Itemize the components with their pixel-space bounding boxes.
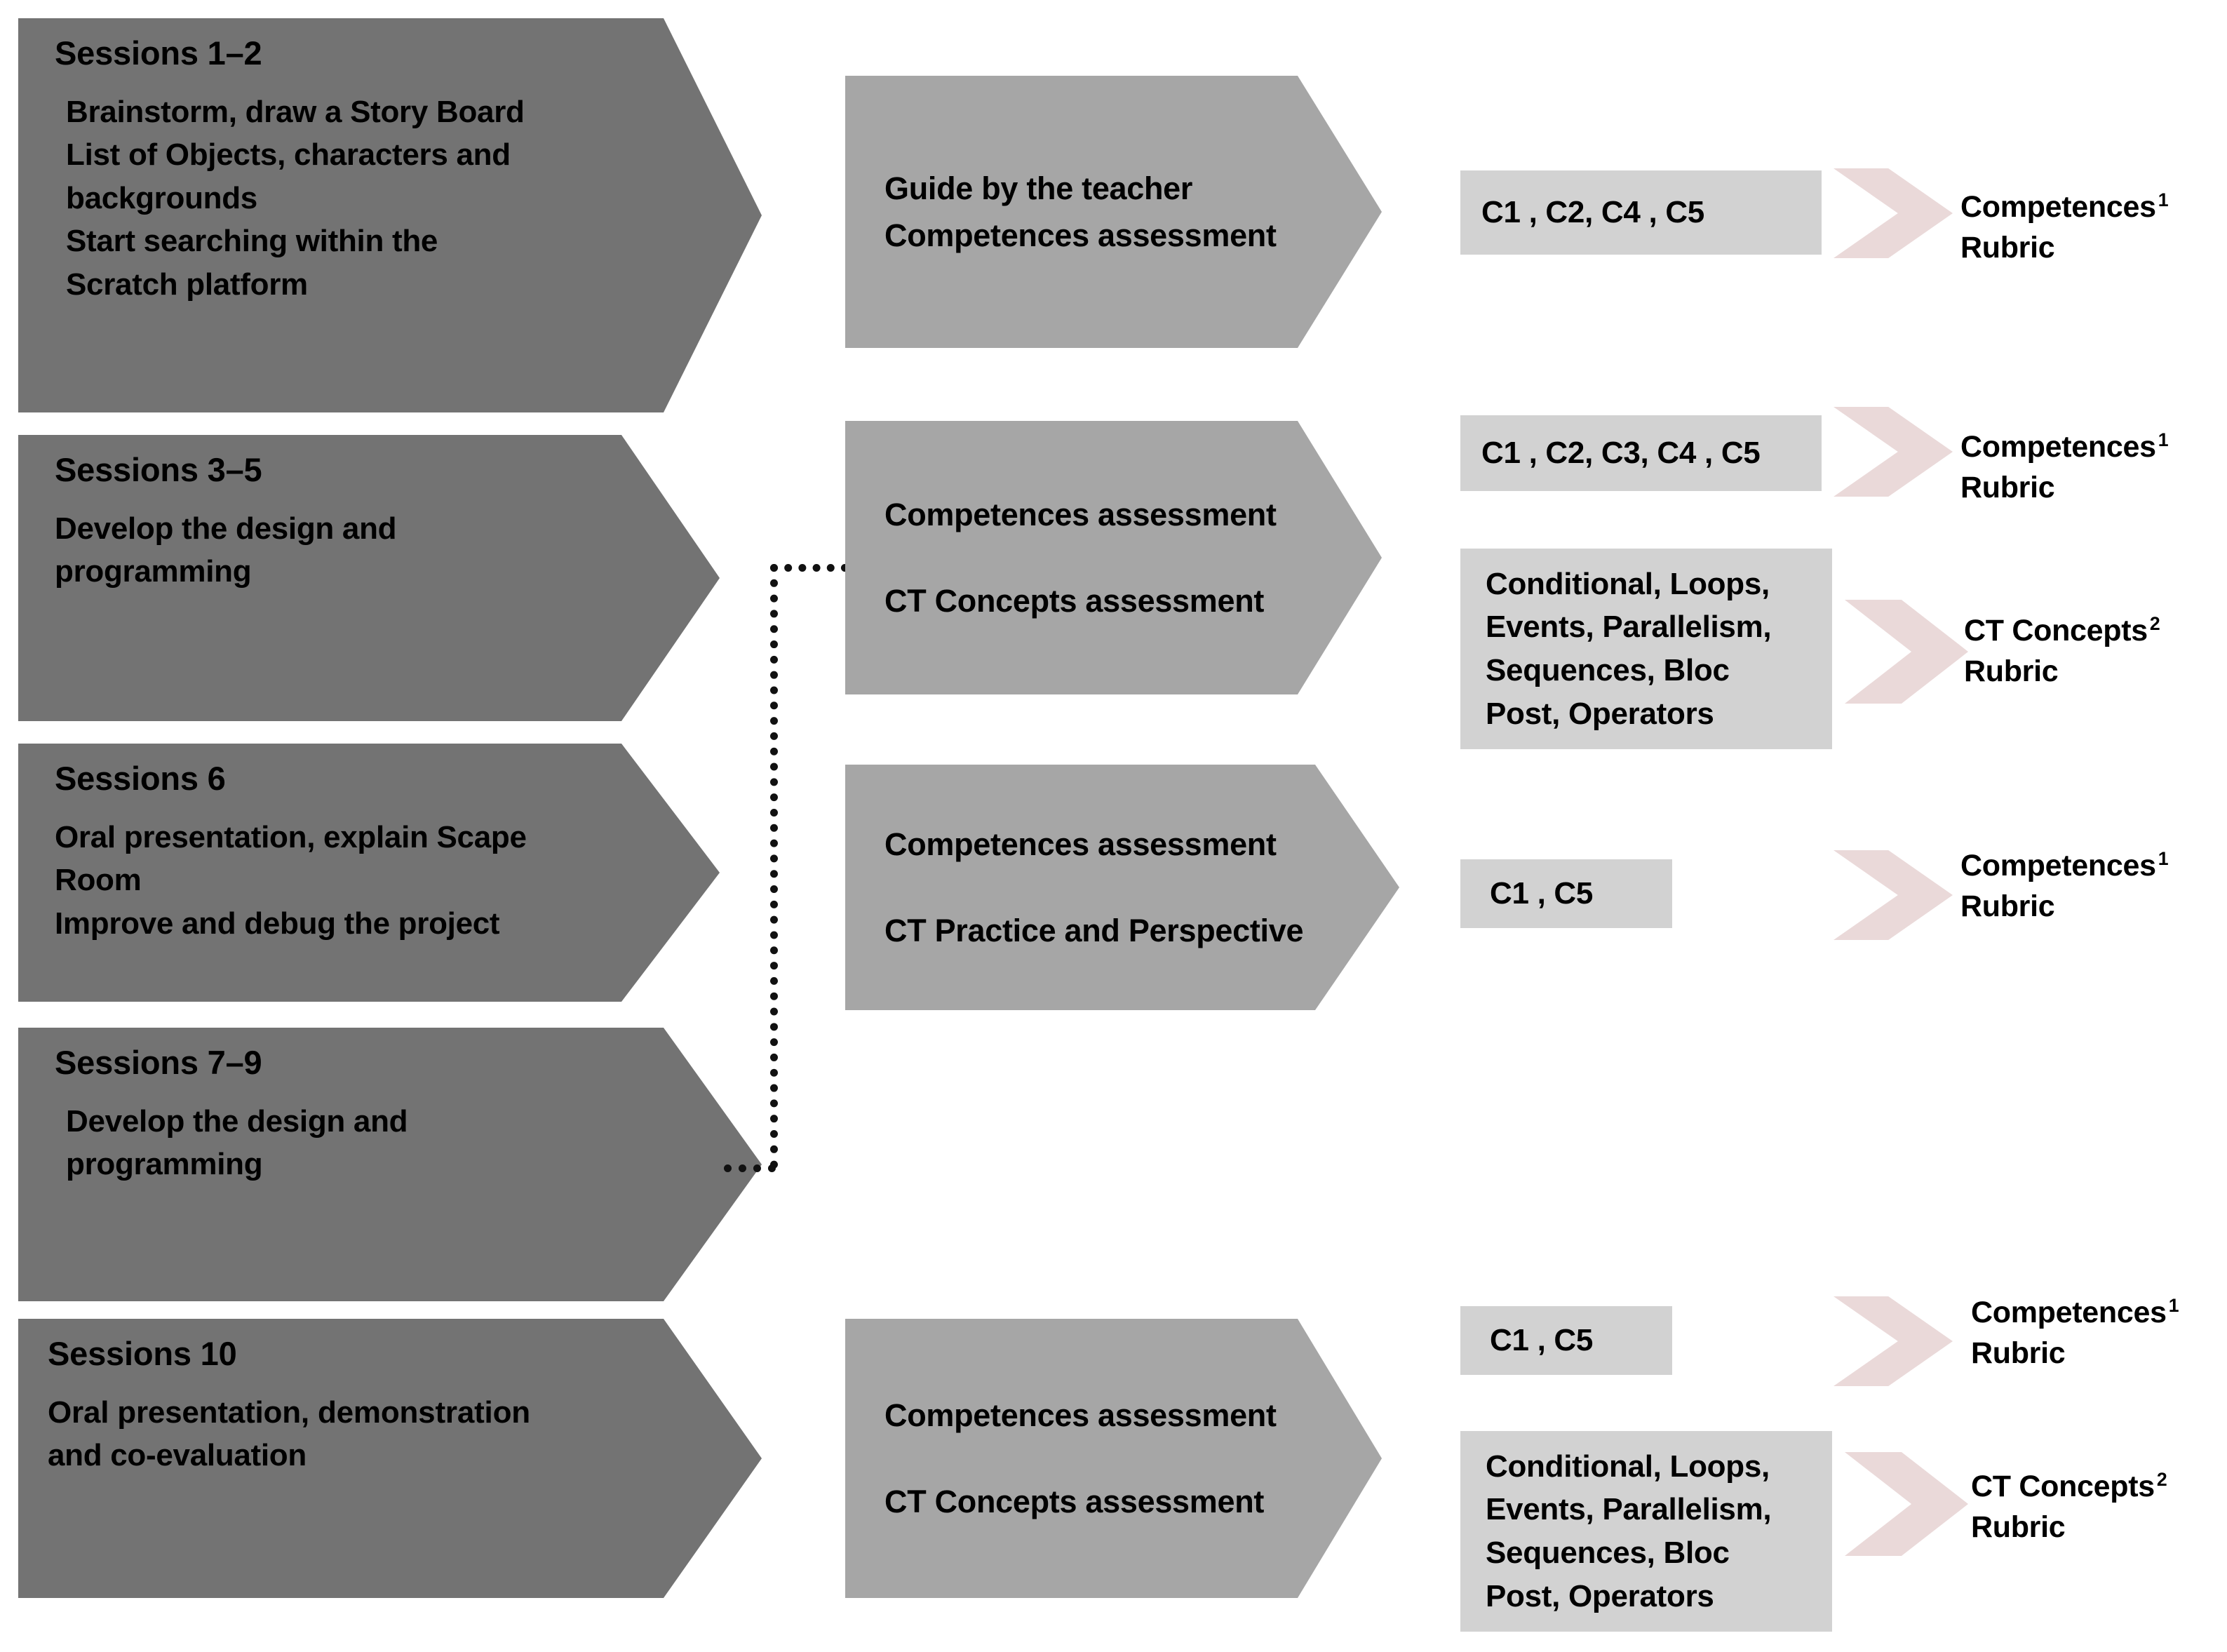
tag-line: C1 , C5	[1490, 876, 1594, 911]
session-line: Develop the design and	[66, 1103, 408, 1139]
session-arrow-sessions-1-2[interactable]: Sessions 1–2 Brainstorm, draw a Story Bo…	[18, 18, 762, 412]
session-title: Sessions 10	[48, 1335, 237, 1372]
competences-tag-box-3[interactable]: C1 , C5	[1460, 859, 1672, 928]
assessment-line: Competences assessment	[884, 496, 1277, 532]
tag-line: Post, Operators	[1486, 696, 1714, 731]
rubric-note: 1	[2168, 1294, 2179, 1316]
assessment-line: CT Concepts assessment	[884, 583, 1265, 619]
rubric-chevron-icon-3	[1845, 600, 1968, 704]
rubric-chevron-icon-2	[1834, 407, 1953, 497]
tag-line: C1 , C5	[1490, 1323, 1594, 1358]
rubric-chevron-icon-5	[1834, 1296, 1953, 1386]
rubric-note: 2	[2149, 612, 2160, 634]
session-line: Oral presentation, explain Scape Room	[55, 819, 527, 898]
rubric-line-1: CT Concepts	[1971, 1470, 2155, 1503]
connector-dotted-top	[770, 564, 849, 572]
rubric-line-2: Rubric	[1960, 471, 2055, 505]
session-line: Oral presentation, demonstration	[48, 1395, 530, 1430]
assessment-line: CT Concepts assessment	[884, 1484, 1265, 1519]
session-arrow-sessions-6[interactable]: Sessions 6 Oral presentation, explain Sc…	[18, 744, 720, 1002]
assessment-line: Guide by the teacher	[884, 170, 1193, 206]
session-line: backgrounds	[66, 180, 257, 215]
assessment-line: CT Practice and Perspective	[884, 913, 1304, 948]
rubric-line-2: Rubric	[1971, 1336, 2066, 1371]
tag-line: C1 , C2, C3, C4 , C5	[1481, 436, 1761, 471]
session-arrow-sessions-3-5[interactable]: Sessions 3–5 Develop the design and prog…	[18, 435, 720, 721]
session-line: Develop the design and	[55, 511, 397, 546]
competences-tag-box-1[interactable]: C1 , C2, C4 , C5	[1460, 170, 1822, 255]
ct-concepts-tag-box-2[interactable]: Conditional, Loops, Events, Parallelism,…	[1460, 1431, 1832, 1632]
session-line: Improve and debug the project	[55, 906, 500, 941]
rubric-note: 2	[2156, 1468, 2167, 1490]
tag-line: Post, Operators	[1486, 1578, 1714, 1613]
rubric-note: 1	[2158, 847, 2169, 869]
assessment-arrow-guide-by-teacher[interactable]: Guide by the teacher Competences assessm…	[845, 76, 1382, 348]
assessment-arrow-competences-ct-practice[interactable]: Competences assessment CT Practice and P…	[845, 765, 1399, 1010]
tag-line: Sequences, Bloc	[1486, 1536, 1730, 1570]
rubric-line-1: CT Concepts	[1964, 614, 2148, 647]
session-line: programming	[66, 1147, 263, 1182]
tag-line: Conditional, Loops,	[1486, 566, 1770, 601]
rubric-line-2: Rubric	[1964, 654, 2059, 689]
assessment-line: Competences assessment	[884, 217, 1277, 253]
assessment-line: Competences assessment	[884, 1397, 1277, 1433]
assessment-line: Competences assessment	[884, 826, 1277, 862]
competences-tag-box-4[interactable]: C1 , C5	[1460, 1306, 1672, 1375]
session-line: programming	[55, 554, 252, 589]
session-line: Scratch platform	[66, 267, 308, 302]
rubric-line-2: Rubric	[1960, 231, 2055, 265]
tag-line: Events, Parallelism,	[1486, 610, 1772, 645]
session-title: Sessions 6	[55, 760, 226, 797]
connector-dotted-vertical	[770, 564, 778, 1169]
session-line: Brainstorm, draw a Story Board	[66, 94, 525, 129]
tag-line: Events, Parallelism,	[1486, 1492, 1772, 1527]
tag-line: Sequences, Bloc	[1486, 653, 1730, 687]
rubric-note: 1	[2158, 189, 2169, 210]
rubric-chevron-icon-6	[1845, 1452, 1968, 1556]
assessment-arrow-competences-ct-concepts[interactable]: Competences assessment CT Concepts asses…	[845, 421, 1382, 694]
session-arrow-sessions-7-9[interactable]: Sessions 7–9 Develop the design and prog…	[18, 1028, 762, 1301]
rubric-note: 1	[2158, 429, 2169, 450]
connector-dotted-bottom	[724, 1164, 776, 1172]
session-title: Sessions 1–2	[55, 34, 262, 72]
session-title: Sessions 3–5	[55, 451, 262, 488]
session-arrow-sessions-10[interactable]: Sessions 10 Oral presentation, demonstra…	[18, 1319, 762, 1598]
rubric-chevron-icon-1	[1834, 168, 1953, 258]
session-line: List of Objects, characters and	[66, 137, 511, 173]
assessment-arrow-competences-ct-concepts-final[interactable]: Competences assessment CT Concepts asses…	[845, 1319, 1382, 1598]
rubric-chevron-icon-4	[1834, 850, 1953, 940]
session-line: Start searching within the	[66, 224, 438, 259]
ct-concepts-tag-box-1[interactable]: Conditional, Loops, Events, Parallelism,…	[1460, 549, 1832, 749]
rubric-line-2: Rubric	[1971, 1510, 2066, 1545]
tag-line: Conditional, Loops,	[1486, 1449, 1770, 1484]
rubric-line-1: Competences	[1960, 430, 2156, 464]
rubric-line-1: Competences	[1971, 1296, 2167, 1329]
session-title: Sessions 7–9	[55, 1044, 262, 1081]
rubric-line-2: Rubric	[1960, 889, 2055, 924]
competences-tag-box-2[interactable]: C1 , C2, C3, C4 , C5	[1460, 415, 1822, 491]
rubric-line-1: Competences	[1960, 190, 2156, 224]
rubric-line-1: Competences	[1960, 849, 2156, 882]
tag-line: C1 , C2, C4 , C5	[1481, 195, 1704, 230]
session-line: and co-evaluation	[48, 1438, 307, 1473]
